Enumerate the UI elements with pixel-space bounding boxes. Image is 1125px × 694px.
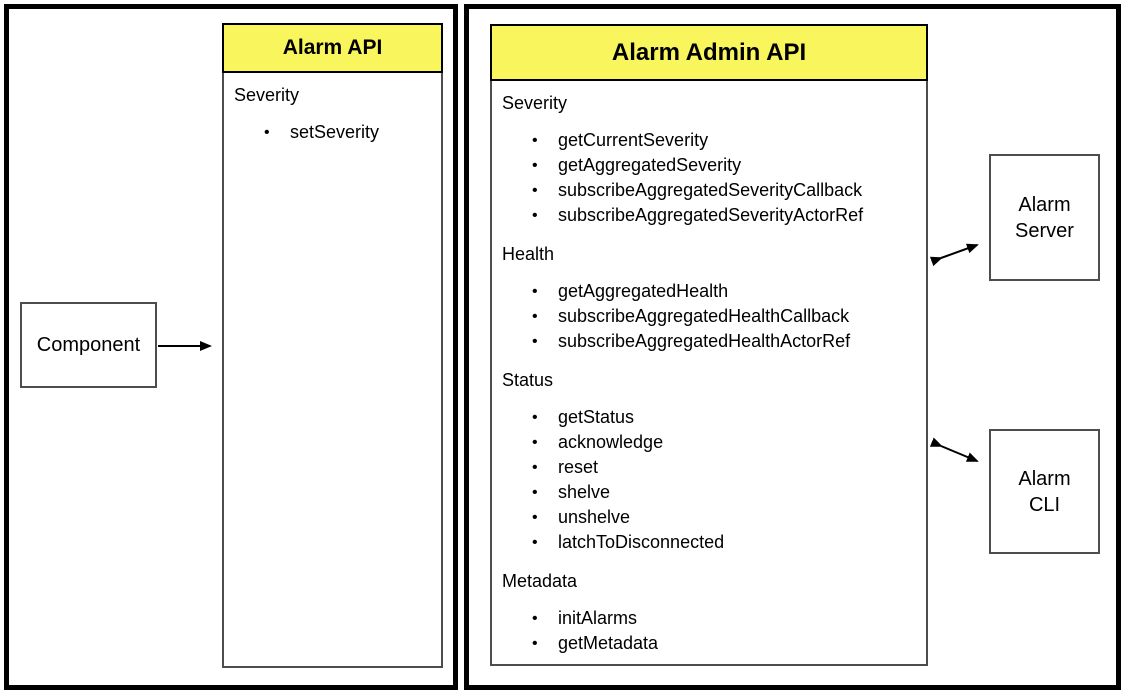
method-list: getStatusacknowledgeresetshelveunshelvel… <box>502 405 916 555</box>
method-item: unshelve <box>532 505 916 530</box>
method-list: getAggregatedHealthsubscribeAggregatedHe… <box>502 279 916 354</box>
alarm-server-box: Alarm Server <box>989 154 1100 281</box>
alarm-api-title: Alarm API <box>282 36 383 59</box>
method-item: subscribeAggregatedHealthActorRef <box>532 329 916 354</box>
alarm-api-box: Alarm API Severity setSeverity <box>222 23 443 668</box>
section-heading: Severity <box>502 93 568 113</box>
method-item: getStatus <box>532 405 916 430</box>
method-item: getAggregatedSeverity <box>532 153 916 178</box>
section-heading: Status <box>502 370 554 390</box>
alarm-cli-box: Alarm CLI <box>989 429 1100 554</box>
method-item: getMetadata <box>532 631 916 656</box>
alarm-api-header: Alarm API <box>222 23 443 73</box>
alarm-admin-api-header: Alarm Admin API <box>490 24 928 81</box>
alarm-cli-label: Alarm CLI <box>1018 467 1071 516</box>
method-list: getCurrentSeveritygetAggregatedSeveritys… <box>502 128 916 228</box>
method-item: getAggregatedHealth <box>532 279 916 304</box>
method-item: latchToDisconnected <box>532 530 916 555</box>
component-box: Component <box>20 302 157 388</box>
alarm-server-label: Alarm Server <box>1015 193 1074 242</box>
method-list: setSeverity <box>234 120 431 145</box>
method-item: subscribeAggregatedSeverityCallback <box>532 178 916 203</box>
alarm-admin-api-title: Alarm Admin API <box>611 38 807 66</box>
alarm-admin-api-body: Severity getCurrentSeveritygetAggregatedS… <box>490 81 928 666</box>
section-heading: Metadata <box>502 571 578 591</box>
method-item: subscribeAggregatedHealthCallback <box>532 304 916 329</box>
method-item: reset <box>532 455 916 480</box>
method-item: initAlarms <box>532 606 916 631</box>
component-label: Component <box>36 334 141 356</box>
alarm-admin-api-box: Alarm Admin API Severity getCurrentSeveri… <box>490 24 928 666</box>
method-item: acknowledge <box>532 430 916 455</box>
method-item: shelve <box>532 480 916 505</box>
alarm-api-body: Severity setSeverity <box>222 73 443 668</box>
method-item: setSeverity <box>264 120 431 145</box>
method-item: subscribeAggregatedSeverityActorRef <box>532 203 916 228</box>
method-item: getCurrentSeverity <box>532 128 916 153</box>
method-list: initAlarmsgetMetadata <box>502 606 916 656</box>
section-heading: Severity <box>234 85 300 105</box>
section-heading: Health <box>502 244 555 264</box>
